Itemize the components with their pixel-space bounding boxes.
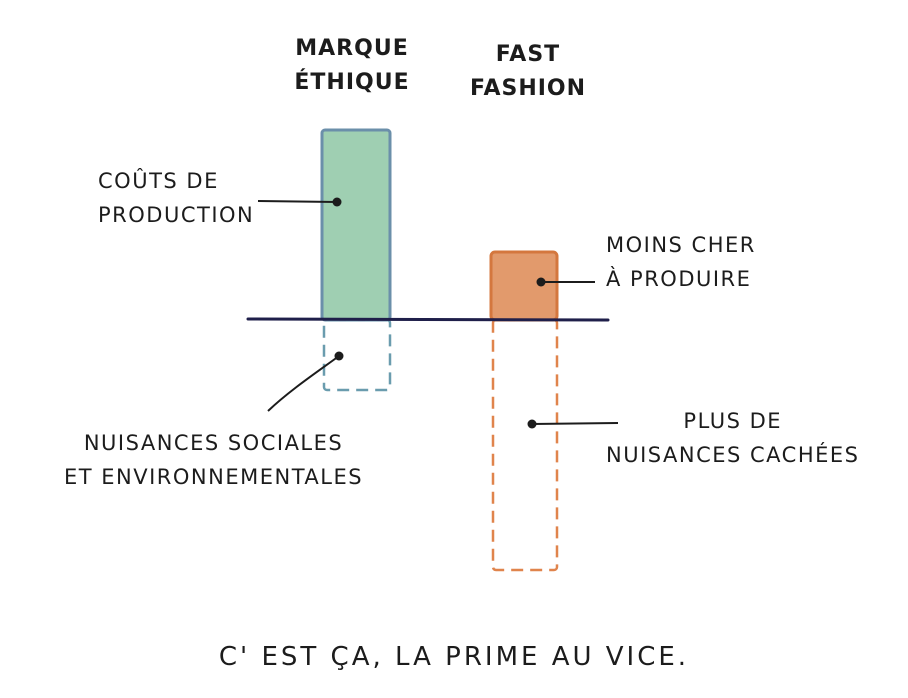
leader-hidden-harm	[527, 419, 619, 429]
leader-social-harm	[267, 351, 344, 412]
fast-production-cost-bar	[489, 250, 559, 322]
leader-production-costs	[257, 197, 342, 207]
column-header-fast-fashion: Fast Fashion	[469, 42, 587, 101]
label-hidden-harm: Plus de nuisances cachées	[606, 409, 860, 467]
caption: C' est ça, la prime au vice.	[218, 642, 690, 672]
label-production-costs: Coûts de production	[98, 169, 255, 227]
baseline	[246, 317, 610, 322]
column-header-ethical: Marque éthique	[294, 36, 410, 95]
ethical-hidden-harm-bar	[322, 318, 392, 392]
ethical-production-cost-bar	[320, 128, 392, 322]
label-social-environmental-harm: Nuisances sociales et environnementales	[64, 431, 364, 489]
leader-cheaper	[536, 277, 595, 287]
label-cheaper-to-produce: Moins cher à produire	[606, 233, 756, 291]
fast-hidden-harm-bar	[491, 318, 559, 572]
